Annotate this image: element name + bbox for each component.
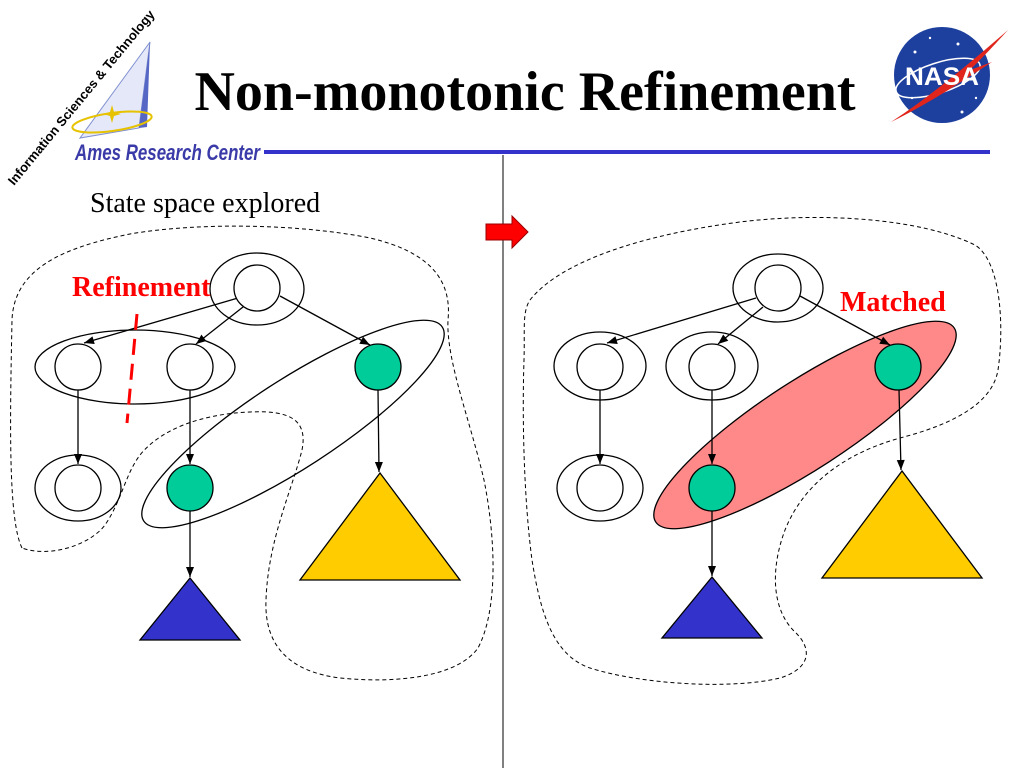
left-node-b: [166, 343, 214, 391]
nasa-logo: NASA: [891, 27, 1008, 123]
nasa-star: [910, 96, 914, 100]
right-matched-node-top: [874, 343, 922, 391]
header-rule: [264, 150, 990, 154]
nasa-star: [913, 50, 917, 54]
right-node-c: [576, 464, 624, 512]
ames-swoosh-edge: [139, 42, 150, 128]
right-edge-b-to-matched-arrowhead: [708, 454, 716, 464]
right-large-subtree-triangle: [820, 469, 984, 579]
right-edge-root-to-b-arrowhead: [718, 334, 729, 344]
ames-star-icon: [103, 105, 121, 123]
right-node-a: [576, 343, 624, 391]
left-edge-root-to-a-arrowhead: [84, 336, 95, 345]
left-root-node: [233, 264, 281, 312]
left-edge-root-to-b-arrowhead: [196, 334, 207, 344]
right-edge-root-to-a-arrowhead: [607, 336, 618, 344]
left-edge-matched-to-small-subtree-arrowhead: [186, 567, 194, 577]
state-space-caption: State space explored: [90, 188, 320, 219]
nasa-star: [928, 36, 932, 40]
left-edge-matched-to-large-subtree-arrowhead: [374, 461, 383, 472]
nasa-meatball-icon: [894, 27, 990, 123]
left-matched-group: [141, 319, 445, 529]
right-matched-node-bottom: [688, 464, 736, 512]
left-edge-root-to-matched-arrowhead: [359, 336, 370, 345]
left-matched-node-bottom: [166, 464, 214, 512]
left-small-subtree-triangle: [138, 576, 242, 641]
right-node-b: [688, 343, 736, 391]
right-edge-matched-to-large-subtree-arrowhead: [896, 459, 905, 470]
right-root-group: [732, 253, 824, 323]
refinement-split-line: [125, 313, 139, 424]
right-edge-root-to-a: [606, 297, 757, 344]
left-node-c: [54, 464, 102, 512]
ames-swoosh-icon: [71, 41, 153, 139]
refinement-label: Refinement: [72, 272, 211, 303]
nasa-star: [974, 96, 978, 100]
nasa-star: [956, 42, 960, 46]
right-diagram: Matched: [522, 216, 1002, 685]
matched-label: Matched: [840, 287, 946, 318]
nasa-wordmark: NASA: [905, 63, 979, 91]
ames-center-name: Ames Research Center: [74, 140, 261, 165]
left-edge-root-to-matched: [279, 295, 371, 346]
nasa-star: [960, 110, 964, 114]
left-node-a: [54, 343, 102, 391]
right-edge-a-to-c-arrowhead: [596, 454, 604, 464]
right-root-node: [754, 264, 802, 312]
left-level1-group: [34, 329, 236, 405]
right-edge-root-to-matched: [799, 295, 891, 346]
left-large-subtree-triangle: [298, 471, 462, 581]
left-edge-b-to-matched-arrowhead: [186, 454, 194, 464]
left-edge-a-to-c-arrowhead: [74, 454, 82, 464]
right-edge-matched-to-small-subtree-arrowhead: [708, 566, 716, 576]
left-diagram: Refinement: [10, 225, 494, 681]
right-small-subtree-triangle: [660, 575, 764, 639]
left-root-group: [209, 252, 305, 326]
left-edge-matched-to-large-subtree: [377, 389, 380, 473]
left-edge-root-to-a: [83, 297, 239, 344]
left-matched-node-top: [354, 343, 402, 391]
right-edge-matched-to-large-subtree: [898, 389, 902, 471]
right-edge-root-to-matched-arrowhead: [879, 336, 890, 345]
left-explored-boundary: [10, 225, 494, 681]
right-explored-boundary: [522, 216, 1002, 685]
right-arrow-icon: [485, 214, 529, 250]
slide-title: Non-monotonic Refinement: [194, 61, 855, 123]
